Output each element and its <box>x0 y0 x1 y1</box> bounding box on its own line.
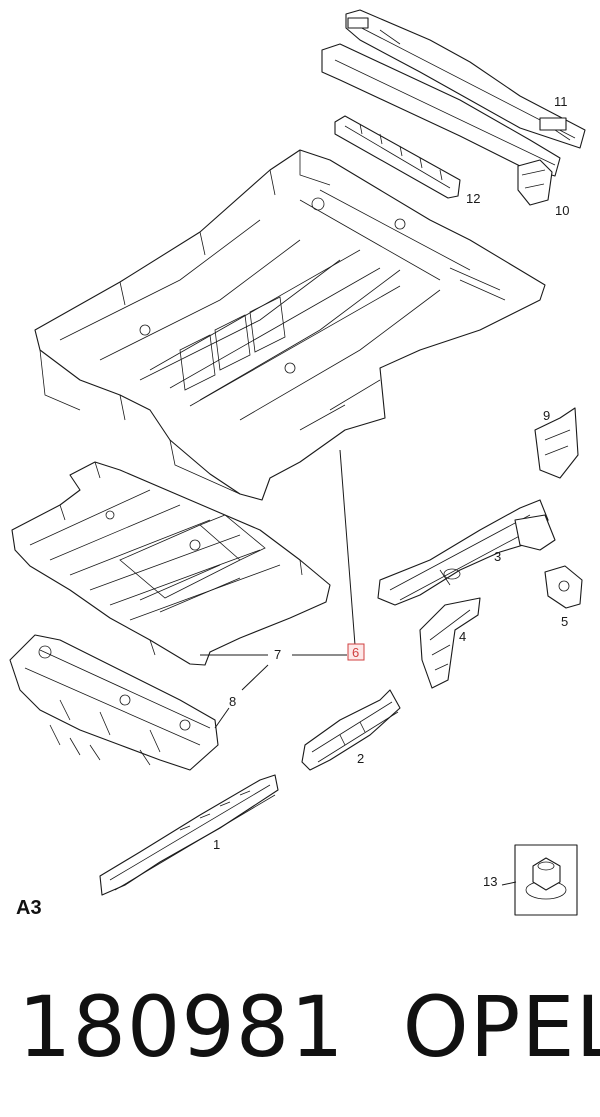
callout-6-highlight-box <box>347 643 365 661</box>
part-2-side-member[interactable] <box>301 689 401 771</box>
callout-7[interactable]: 7 <box>274 647 281 662</box>
part-10-bracket[interactable] <box>517 159 553 206</box>
callout-1[interactable]: 1 <box>213 837 220 852</box>
exploded-parts-diagram: 1 2 3 4 5 6 7 8 9 10 11 12 13 <box>9 9 586 916</box>
callout-2[interactable]: 2 <box>357 751 364 766</box>
callout-12[interactable]: 12 <box>466 191 480 206</box>
part-13-flange-nut[interactable] <box>514 844 578 916</box>
callout-3[interactable]: 3 <box>494 549 501 564</box>
part-4-bracket[interactable] <box>419 597 481 689</box>
part-12-reinforcement[interactable] <box>334 115 461 199</box>
part-number: 180981 <box>18 978 345 1076</box>
part-11-crossmember[interactable] <box>321 9 586 177</box>
page-label: A3 <box>16 897 42 919</box>
callout-9[interactable]: 9 <box>543 408 550 423</box>
part-1-sill-rail[interactable] <box>99 774 279 896</box>
brand-name: OPEL <box>402 978 600 1076</box>
callout-10[interactable]: 10 <box>555 203 569 218</box>
part-6-floor-assembly[interactable] <box>34 149 546 501</box>
part-7-floor-panel[interactable] <box>11 461 331 666</box>
callout-8[interactable]: 8 <box>229 694 236 709</box>
part-5-mount[interactable] <box>544 565 583 609</box>
callout-5[interactable]: 5 <box>561 614 568 629</box>
leader-lines <box>200 449 517 886</box>
part-9-bracket[interactable] <box>534 407 579 479</box>
callout-4[interactable]: 4 <box>459 629 466 644</box>
callout-6[interactable]: 6 <box>352 645 359 660</box>
footer: 180981 OPEL <box>18 978 600 1076</box>
callout-13[interactable]: 13 <box>483 874 497 889</box>
part-8-seat-crossmember[interactable] <box>9 634 219 771</box>
part-3-rear-rail[interactable] <box>377 499 556 606</box>
callout-11[interactable]: 11 <box>554 94 568 109</box>
